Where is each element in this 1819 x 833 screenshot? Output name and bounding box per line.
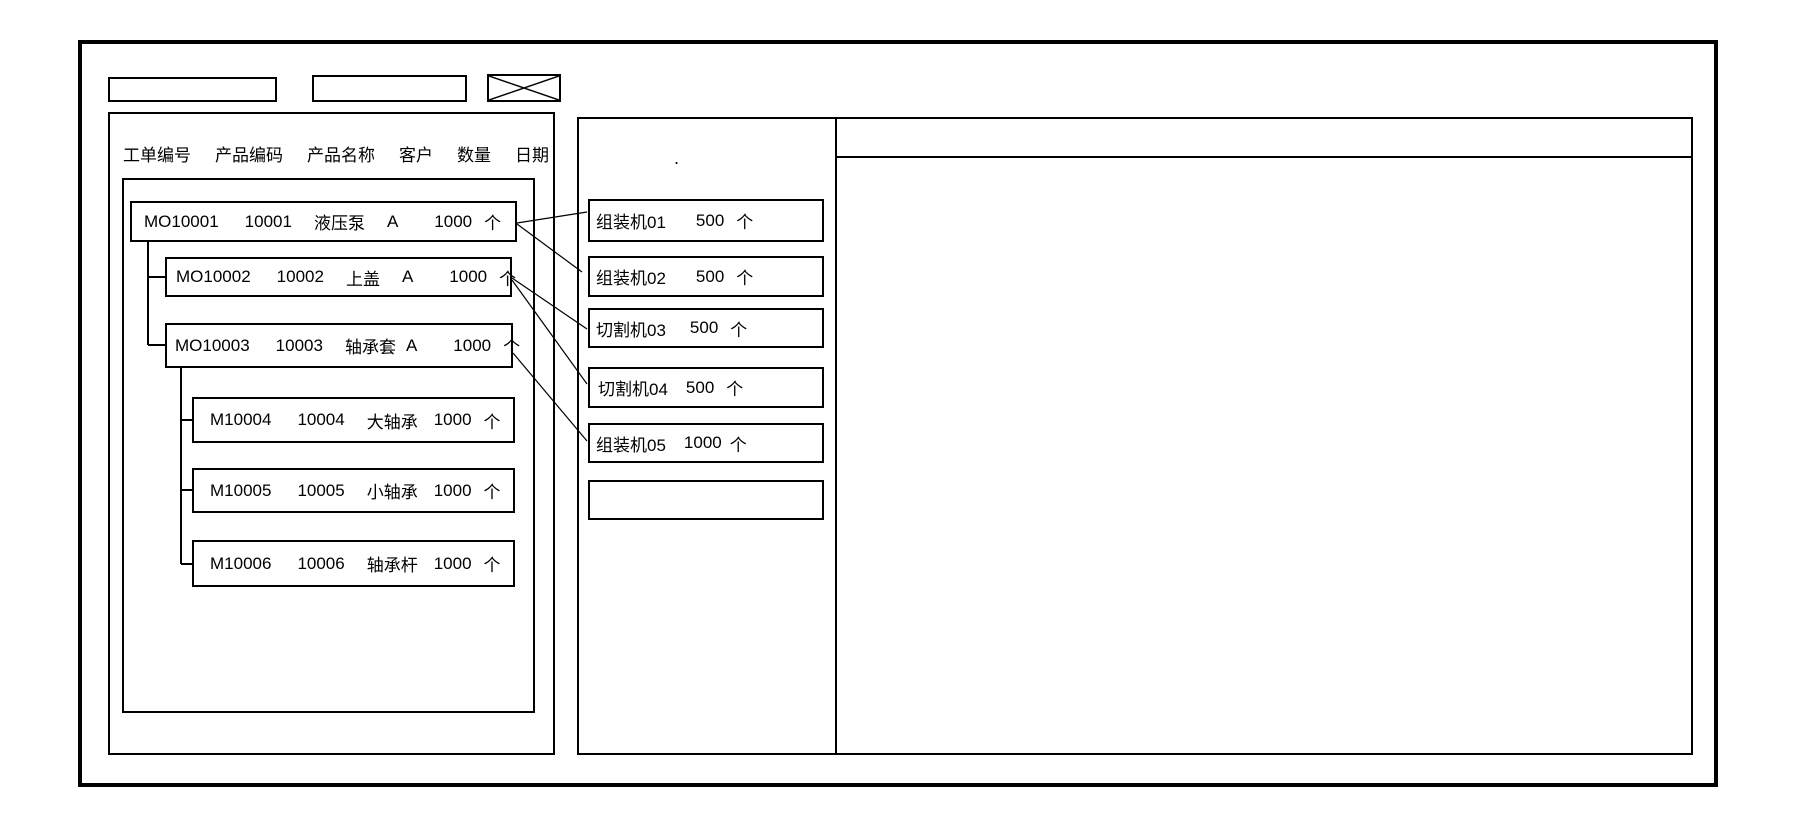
order-node[interactable]: MO10001 10001 液压泵 A 1000 个 xyxy=(130,201,517,242)
unit: 个 xyxy=(503,338,521,357)
unit: 个 xyxy=(499,269,517,289)
customer: A xyxy=(405,335,418,355)
order-node[interactable]: M10005 10005 小轴承 1000 个 xyxy=(192,468,515,513)
order-node[interactable]: M10004 10004 大轴承 1000 个 xyxy=(192,397,515,443)
machine-node[interactable]: 组装机02 500 个 xyxy=(588,256,824,297)
product-name: 液压泵 xyxy=(313,214,365,233)
machine-quantity: 500 xyxy=(685,377,715,397)
toolbar-input-2[interactable] xyxy=(312,75,467,102)
order-no: M10004 xyxy=(210,410,272,429)
order-no: MO10003 xyxy=(175,335,250,355)
column-header: 工单编号 xyxy=(123,145,191,165)
machine-name: 切割机03 xyxy=(596,320,666,340)
machine-name: 切割机04 xyxy=(598,380,668,399)
order-no: M10006 xyxy=(210,553,272,573)
quantity: 1000 xyxy=(453,335,492,355)
column-header: 日期 xyxy=(515,145,549,165)
column-header: 产品名称 xyxy=(307,145,375,165)
machine-node[interactable]: 组装机05 1000 个 xyxy=(588,423,824,463)
schedule-header-line xyxy=(837,156,1691,158)
order-no: MO10001 xyxy=(144,211,219,231)
unit: 个 xyxy=(484,214,502,233)
machine-quantity: 500 xyxy=(695,266,725,286)
toolbar-input-1[interactable] xyxy=(108,77,277,102)
machine-quantity: 500 xyxy=(695,210,725,230)
quantity: 1000 xyxy=(434,211,473,231)
order-no: M10005 xyxy=(210,480,272,500)
machine-unit: 个 xyxy=(726,380,744,399)
machine-unit: 个 xyxy=(736,269,754,288)
column-header: 数量 xyxy=(457,145,491,165)
machine-name: 组装机02 xyxy=(596,269,666,288)
stray-dot: . xyxy=(674,148,680,168)
product-name: 大轴承 xyxy=(366,412,418,432)
machine-unit: 个 xyxy=(730,320,748,340)
product-code: 10002 xyxy=(276,267,324,286)
machine-unit: 个 xyxy=(736,213,754,232)
x-mark-icon xyxy=(489,76,559,100)
machine-node-empty[interactable] xyxy=(588,480,824,520)
unit: 个 xyxy=(483,412,501,432)
column-header-row: 工单编号 产品编码 产品名称 客户 数量 日期 xyxy=(123,140,549,166)
panel-divider xyxy=(835,119,837,753)
quantity: 1000 xyxy=(433,410,472,429)
product-name: 小轴承 xyxy=(366,483,418,502)
product-code: 10003 xyxy=(275,335,323,355)
outer-frame xyxy=(78,40,1718,787)
customer: A xyxy=(386,211,399,231)
product-code: 10006 xyxy=(297,553,345,573)
machine-quantity: 1000 xyxy=(683,433,722,452)
machine-name: 组装机01 xyxy=(596,213,666,232)
unit: 个 xyxy=(483,483,501,502)
machine-node[interactable]: 切割机04 500 个 xyxy=(588,367,824,408)
product-code: 10001 xyxy=(244,211,292,231)
order-node[interactable]: MO10002 10002 上盖 A 1000 个 xyxy=(165,257,516,297)
product-name: 上盖 xyxy=(345,269,380,289)
product-name: 轴承杆 xyxy=(366,556,418,575)
machine-name: 组装机05 xyxy=(596,435,666,455)
image-placeholder[interactable] xyxy=(487,74,561,102)
machine-unit: 个 xyxy=(729,435,747,455)
machine-node[interactable]: 组装机01 500 个 xyxy=(588,199,824,242)
product-name: 轴承套 xyxy=(344,338,396,357)
order-node[interactable]: MO10003 10003 轴承套 A 1000 个 xyxy=(165,323,520,368)
customer: A xyxy=(401,267,414,286)
machine-node[interactable]: 切割机03 500 个 xyxy=(588,308,824,348)
product-code: 10005 xyxy=(297,480,345,500)
unit: 个 xyxy=(483,556,501,575)
product-code: 10004 xyxy=(297,410,345,429)
order-node[interactable]: M10006 10006 轴承杆 1000 个 xyxy=(192,540,515,587)
order-no: MO10002 xyxy=(176,267,251,286)
quantity: 1000 xyxy=(449,267,488,286)
machine-quantity: 500 xyxy=(689,318,719,337)
quantity: 1000 xyxy=(433,553,472,573)
quantity: 1000 xyxy=(433,480,472,500)
column-header: 客户 xyxy=(399,145,433,165)
column-header: 产品编码 xyxy=(215,145,283,165)
